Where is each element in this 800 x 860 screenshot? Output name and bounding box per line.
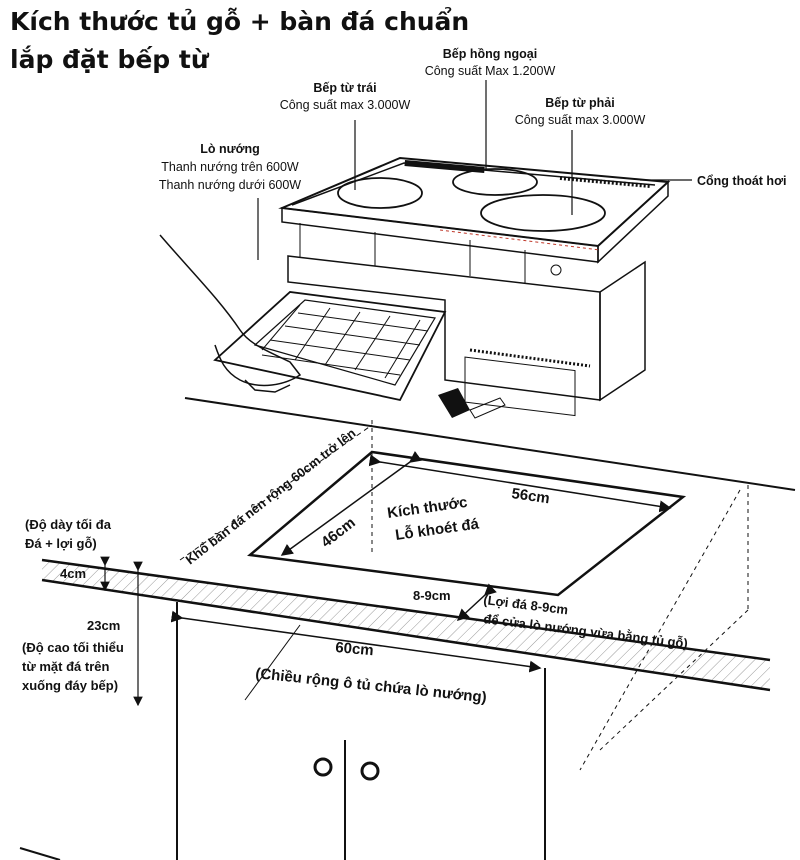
label-lo-nuong: Lò nướng [200,142,260,156]
countertop [19,397,796,860]
cabinet-knob-icon [360,761,380,781]
height-note-2: từ mặt đá trên [22,659,109,674]
label-hong-ngoai: Bếp hồng ngoại [443,47,537,61]
leader-lines [257,80,692,260]
label-tu-trai-power: Công suất max 3.000W [280,98,411,112]
thickness-note-2: Đá + lợi gỗ) [25,536,97,551]
label-cong-thoat-hoi: Cổng thoát hơi [697,174,786,188]
cabinet-note: (Chiều rộng ô tủ chứa lò nướng) [255,665,488,706]
label-tu-phai-power: Công suất max 3.000W [515,113,646,127]
title-line-1: Kích thước tủ gỗ + bàn đá chuẩn [10,6,469,36]
cutout-label-2: Lỗ khoét đá [394,515,480,544]
height-note-1: (Độ cao tối thiểu [22,640,124,655]
cutout-width: 56cm [510,485,550,507]
thickness-value: 4cm [60,566,86,581]
margin-value: 8-9cm [413,588,451,603]
height-note-3: xuống đáy bếp) [22,678,118,693]
cabinet-width: 60cm [335,639,375,659]
label-tu-phai: Bếp từ phải [545,96,614,110]
label-tu-trai: Bếp từ trái [313,81,376,95]
height-value: 23cm [87,618,120,633]
cooktop-illustration [159,156,671,419]
thickness-note-1: (Độ dày tối đa [25,517,112,532]
label-lo-nuong-line2: Thanh nướng dưới 600W [159,178,301,192]
cabinet [176,602,546,860]
cutout-depth: 46cm [318,514,359,551]
label-lo-nuong-line1: Thanh nướng trên 600W [161,160,299,174]
label-hong-ngoai-power: Công suất Max 1.200W [425,64,556,78]
title-line-2: lắp đặt bếp từ [10,45,210,74]
cabinet-knob-icon [313,757,333,777]
